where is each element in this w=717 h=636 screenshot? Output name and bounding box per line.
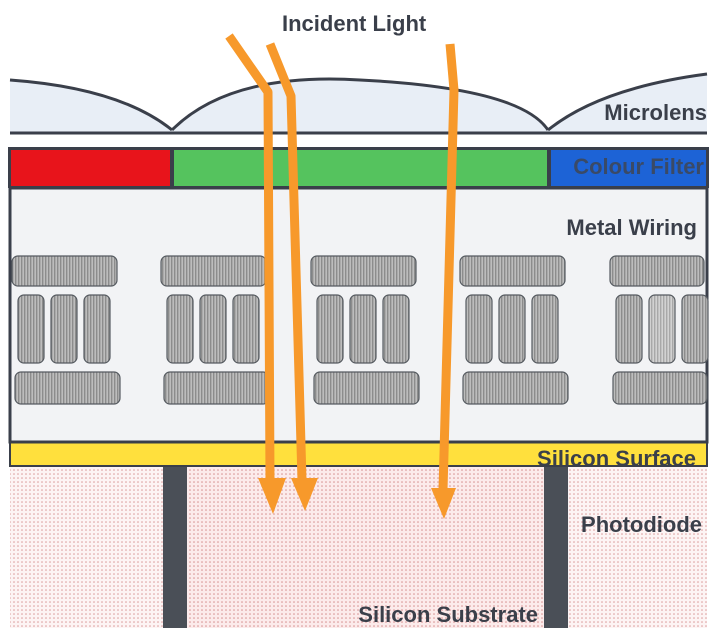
- colour-filter-red: [11, 150, 170, 186]
- light-ray-1: [225, 33, 275, 481]
- metal-wire-bottom: [163, 371, 270, 405]
- metal-wire-via: [382, 294, 410, 364]
- metal-wire-via: [83, 294, 111, 364]
- colour-filter-layer: [8, 147, 709, 188]
- metal-wire-via: [648, 294, 676, 364]
- light-ray-arrowheads: [258, 478, 456, 519]
- metal-wire-top: [310, 255, 417, 287]
- colour-filter-label: Colour Filter: [573, 154, 704, 179]
- microlens-label: Microlens: [604, 100, 707, 125]
- metal-wire-via: [531, 294, 559, 364]
- metal-wire-via: [50, 294, 78, 364]
- silicon-surface-layer: [9, 441, 708, 467]
- arrowhead-2: [291, 478, 318, 511]
- metal-wire-bottom: [14, 371, 121, 405]
- colour-filter-green: [174, 150, 547, 186]
- metal-wire-via: [232, 294, 260, 364]
- metal-wire-via: [166, 294, 194, 364]
- metal-wire-via: [681, 294, 709, 364]
- colour-filter-blue: [551, 150, 706, 186]
- microlens-layer: [9, 72, 708, 135]
- metal-wire-via: [498, 294, 526, 364]
- metal-wire-via: [615, 294, 643, 364]
- silicon-substrate-layer: [10, 466, 707, 628]
- photodiode-wall-right: [544, 466, 568, 628]
- metal-wire-via: [199, 294, 227, 364]
- silicon-substrate-label: Silicon Substrate: [358, 602, 538, 627]
- metal-wire-top: [609, 255, 705, 287]
- metal-wire-top: [11, 255, 118, 287]
- arrowhead-3: [431, 488, 456, 519]
- metal-wire-via: [17, 294, 45, 364]
- light-ray-2: [265, 42, 307, 481]
- metal-wire-via: [316, 294, 344, 364]
- photodiode-wall-left: [163, 466, 187, 628]
- metal-wiring-label: Metal Wiring: [566, 215, 697, 240]
- metal-wire-top: [459, 255, 566, 287]
- photodiode-label: Photodiode: [581, 512, 702, 537]
- metal-wire-via: [465, 294, 493, 364]
- metal-wire-via: [349, 294, 377, 364]
- metal-wire-bottom: [462, 371, 569, 405]
- light-ray-3: [438, 43, 459, 491]
- silicon-surface-label: Silicon Surface: [537, 446, 696, 471]
- incident-light-label: Incident Light: [282, 11, 427, 36]
- metal-wire-top: [160, 255, 267, 287]
- metal-wiring-blocks: [11, 255, 709, 405]
- metal-wire-bottom: [313, 371, 420, 405]
- arrowhead-1: [258, 478, 286, 514]
- metal-wire-bottom: [612, 371, 708, 405]
- light-rays: [225, 33, 459, 491]
